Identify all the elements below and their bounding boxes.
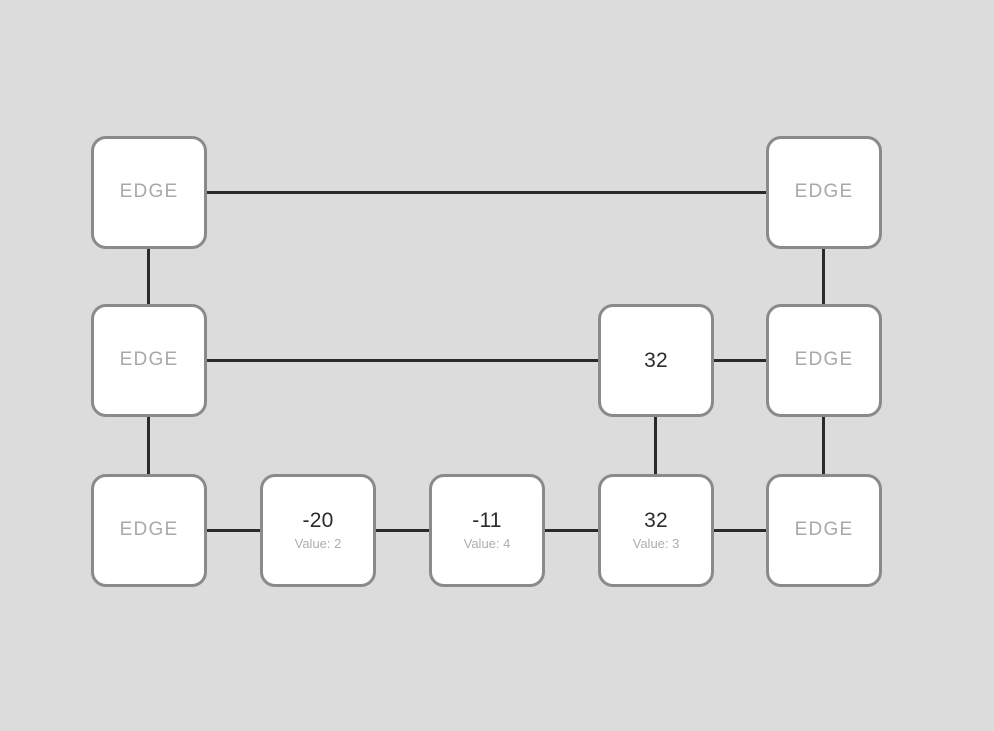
node-label: -11 [472,509,502,533]
node-row3-col2[interactable]: -20 Value: 2 [260,474,376,587]
node-value-label: Value: 2 [294,536,342,552]
node-value-label: Value: 4 [463,536,511,552]
node-label: EDGE [119,519,179,541]
node-value-label: Value: 3 [632,536,680,552]
connector-row3-col3-col4 [544,529,598,532]
node-row3-col5[interactable]: EDGE [766,474,882,587]
node-label: EDGE [119,349,179,371]
connector-row1-col1-col5 [207,191,766,194]
node-label: 32 [644,348,668,372]
connector-col1-row2-row3 [147,417,150,475]
node-label: EDGE [794,519,854,541]
connector-row3-col2-col3 [375,529,429,532]
connector-col5-row1-row2 [822,248,825,305]
node-row3-col3[interactable]: -11 Value: 4 [429,474,545,587]
node-label: EDGE [119,181,179,203]
node-row3-col4[interactable]: 32 Value: 3 [598,474,714,587]
connector-row2-col1-col4 [207,359,598,362]
node-label: -20 [302,509,334,533]
connector-col1-row1-row2 [147,248,150,305]
node-row2-col4[interactable]: 32 [598,304,714,417]
node-label: EDGE [794,349,854,371]
node-row3-col1[interactable]: EDGE [91,474,207,587]
node-row1-col1[interactable]: EDGE [91,136,207,249]
node-row2-col1[interactable]: EDGE [91,304,207,417]
connector-row3-col1-col2 [207,529,260,532]
node-row2-col5[interactable]: EDGE [766,304,882,417]
connector-row3-col4-col5 [714,529,766,532]
connector-col4-row2-row3 [654,417,657,475]
connector-row2-col4-col5 [714,359,766,362]
node-label: 32 [644,509,668,533]
node-label: EDGE [794,181,854,203]
connector-col5-row2-row3 [822,417,825,475]
node-row1-col5[interactable]: EDGE [766,136,882,249]
